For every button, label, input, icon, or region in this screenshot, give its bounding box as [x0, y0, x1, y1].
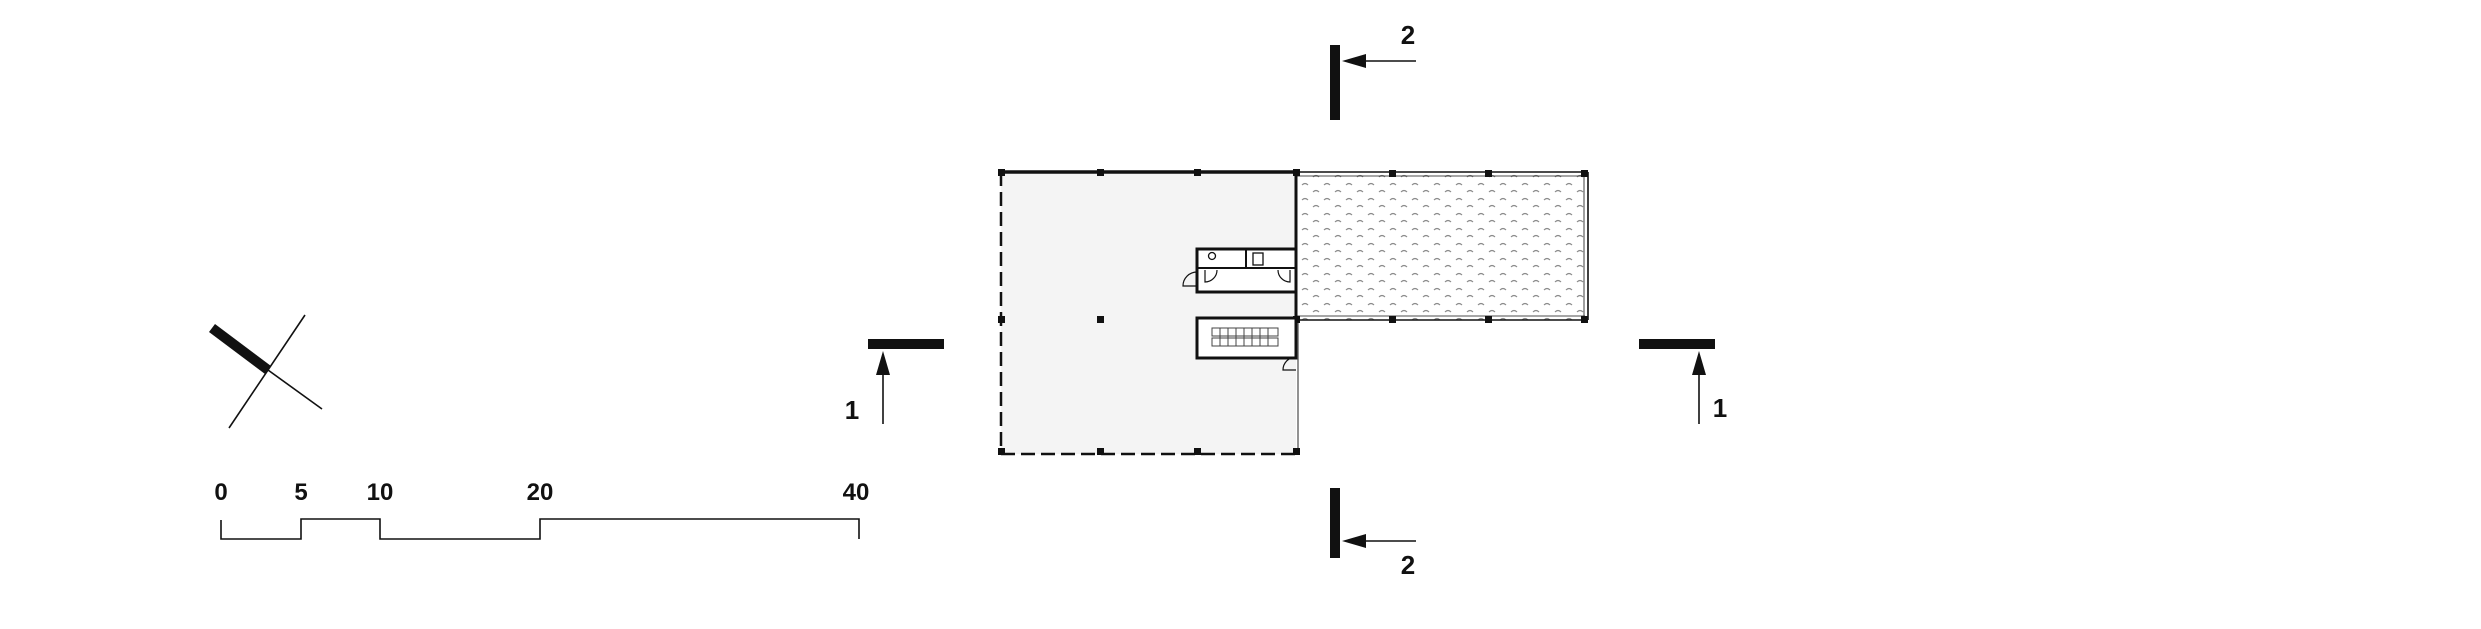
- core-stair: [1195, 316, 1298, 371]
- section-marker-1-left: 1: [845, 339, 944, 425]
- north-arrow-bar: [209, 324, 271, 374]
- column: [1485, 316, 1492, 323]
- north-arrow-cross: [228, 314, 306, 429]
- column: [1194, 448, 1201, 455]
- column: [1485, 170, 1492, 177]
- scale-tick-0: 0: [214, 479, 227, 506]
- arrow-up-icon: [1692, 351, 1706, 375]
- floor-area: [1001, 172, 1296, 454]
- section-2-bottom-label: 2: [1401, 550, 1415, 580]
- column: [1097, 448, 1104, 455]
- section-cut-marker-icon: [1330, 45, 1340, 120]
- terrace-hatch: [1300, 172, 1585, 320]
- arrow-up-icon: [876, 351, 890, 375]
- scale-tick-5: 5: [294, 479, 307, 506]
- main-floor-plate: [998, 169, 1300, 456]
- section-cut-marker-icon: [868, 339, 944, 349]
- wash-basin-icon: [1207, 251, 1217, 261]
- column: [1097, 316, 1104, 323]
- door-swing-icon: [1204, 269, 1218, 283]
- toilet-fixture-icon: [1252, 252, 1264, 266]
- door-swing-icon: [1182, 271, 1198, 287]
- column: [1581, 170, 1588, 177]
- scale-tick-10: 10: [367, 479, 394, 506]
- north-arrow-tail: [267, 369, 323, 410]
- stair-flight-lower: [1211, 337, 1279, 347]
- section-cut-marker-icon: [1330, 488, 1340, 558]
- scale-bar: 0 5 10 20 40: [214, 479, 870, 540]
- section-marker-1-right: 1: [1639, 339, 1727, 424]
- section-1-left-label: 1: [845, 395, 859, 425]
- arrow-left-icon: [1342, 534, 1366, 548]
- door-swing-icon: [1277, 269, 1291, 283]
- stair-flight-upper: [1211, 327, 1279, 337]
- section-2-top-label: 2: [1401, 20, 1415, 50]
- column: [1293, 448, 1300, 455]
- scale-tick-20: 20: [527, 479, 554, 506]
- door-swing-icon: [1282, 356, 1297, 371]
- column: [1194, 169, 1201, 176]
- column: [1097, 169, 1104, 176]
- column: [1389, 316, 1396, 323]
- core-toilets: [1182, 247, 1298, 294]
- scale-tick-40: 40: [843, 479, 870, 506]
- section-cut-marker-icon: [1639, 339, 1715, 349]
- terrace-annex: [1296, 170, 1589, 323]
- scale-bar-line: [220, 518, 860, 540]
- column: [998, 448, 1005, 455]
- section-1-right-label: 1: [1713, 393, 1727, 423]
- arrow-left-icon: [1342, 54, 1366, 68]
- north-arrow-icon: [209, 314, 323, 429]
- column: [1389, 170, 1396, 177]
- column: [998, 169, 1005, 176]
- section-marker-2-bottom: 2: [1330, 488, 1416, 580]
- column: [1581, 316, 1588, 323]
- section-marker-2-top: 2: [1330, 20, 1416, 120]
- column: [998, 316, 1005, 323]
